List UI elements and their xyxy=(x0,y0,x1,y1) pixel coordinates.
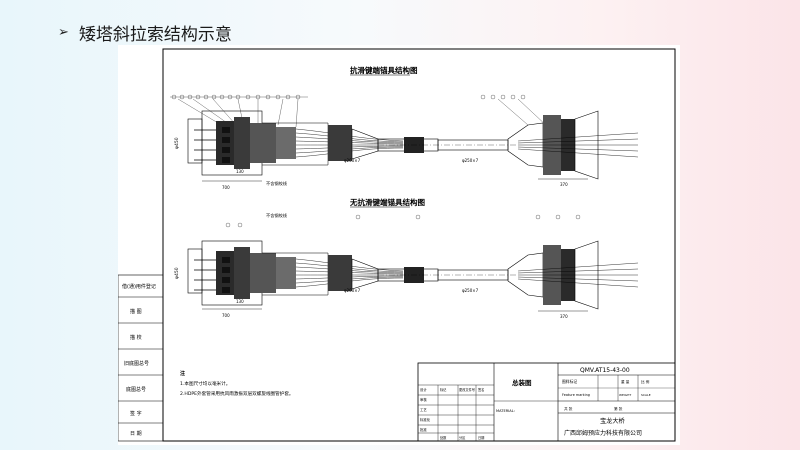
total-pages: 共 张 xyxy=(564,406,573,411)
tb-row-2: 工艺 xyxy=(420,407,427,412)
lower-len-a: 700 xyxy=(222,313,230,318)
note-1: 1.本图尺寸均以毫米计。 xyxy=(180,380,230,387)
side-label-3: 旧底图总号 xyxy=(124,360,149,367)
upper-len-a: 700 xyxy=(222,185,230,190)
lower-dim-right: φ200×7 xyxy=(344,288,361,293)
tb-count: 处数 xyxy=(440,435,447,440)
upper-dim-right: φ200×7 xyxy=(344,158,361,163)
tb-date: 日期 xyxy=(478,435,484,440)
upper-title: 抗滑键端锚具结构图 xyxy=(350,65,418,75)
tb-zone: 分区 xyxy=(459,435,466,440)
tb-row-0: 设计 xyxy=(420,387,427,392)
scale-en: SCALE xyxy=(641,393,651,397)
feature-mark-en: Feature marking xyxy=(562,393,590,397)
material-label: MATERIAL: xyxy=(496,409,515,413)
upper-len-c: 370 xyxy=(560,182,568,187)
lower-callout: 不含钢绞线 xyxy=(266,212,288,219)
side-label-column: 借(通)用件登记 描 图 描 校 旧底图总号 底图总号 签 字 日 期 xyxy=(117,274,164,442)
note-2: 2.HDPE外套管采用抗风雨激振双层双螺旋线圈管护套。 xyxy=(180,390,294,397)
drawing-code: QMV.AT15-43-00 xyxy=(580,367,630,374)
feature-mark: 图样标记 xyxy=(562,379,577,384)
side-label-0: 借(通)用件登记 xyxy=(122,283,156,290)
slide-title: ➢ 矮塔斜拉索结构示意 xyxy=(58,20,232,45)
upper-assembly: 抗滑键端锚具结构图 xyxy=(170,65,639,190)
side-label-1: 描 图 xyxy=(130,308,142,315)
arrow-bullet-icon: ➢ xyxy=(58,24,69,40)
drawing-notes: 注 1.本图尺寸均以毫米计。 2.HDPE外套管采用抗风雨激振双层双螺旋线圈管护… xyxy=(180,370,294,397)
tb-mark: 标记 xyxy=(440,387,447,392)
tb-row-3: 标准化 xyxy=(420,417,431,422)
lower-dim-left: φ450 xyxy=(174,267,180,279)
slide-title-text: 矮塔斜拉索结构示意 xyxy=(78,24,232,45)
scale-label: 比 例 xyxy=(641,379,650,384)
upper-dim-right2: φ250×7 xyxy=(462,158,479,163)
side-label-4: 底图总号 xyxy=(126,386,146,393)
weight-en: WEIGHT xyxy=(619,393,631,397)
lower-dim-right2: φ250×7 xyxy=(462,288,479,293)
tb-doc-no: 更改文件号 xyxy=(459,387,475,392)
side-label-5: 签 字 xyxy=(130,410,142,417)
tb-row-4: 批准 xyxy=(420,427,427,432)
side-label-2: 描 校 xyxy=(130,334,142,341)
title-block-text: 总装图 QMV.AT15-43-00 图样标记 Feature marking … xyxy=(420,367,651,440)
notes-title: 注 xyxy=(180,370,185,377)
lower-len-b: 130 xyxy=(236,299,244,304)
lower-title: 无抗滑键端锚具结构图 xyxy=(349,197,425,207)
upper-len-b: 130 xyxy=(236,169,244,174)
weight-label: 重 量 xyxy=(621,379,630,384)
upper-callout: 不含钢绞线 xyxy=(266,180,288,187)
project-name: 宝龙大桥 xyxy=(600,417,625,425)
tb-row-1: 审核 xyxy=(420,397,427,402)
tb-signature: 签名 xyxy=(478,387,484,392)
title-block xyxy=(417,362,676,442)
lower-len-c: 370 xyxy=(560,314,568,319)
side-label-6: 日 期 xyxy=(130,431,142,437)
upper-dim-left: φ450 xyxy=(174,137,180,149)
company-name: 广西邱姆预应力科技有限公司 xyxy=(564,429,642,437)
page-num: 第 张 xyxy=(614,406,623,411)
assembly-label: 总装图 xyxy=(512,378,532,387)
lower-assembly: 无抗滑键端锚具结构图 不含钢绞线 xyxy=(174,197,639,319)
engineering-drawing: 借(通)用件登记 描 图 描 校 旧底图总号 底图总号 签 字 日 期 抗滑键端… xyxy=(117,45,680,445)
drawing-svg: 借(通)用件登记 描 图 描 校 旧底图总号 底图总号 签 字 日 期 抗滑键端… xyxy=(117,48,676,442)
